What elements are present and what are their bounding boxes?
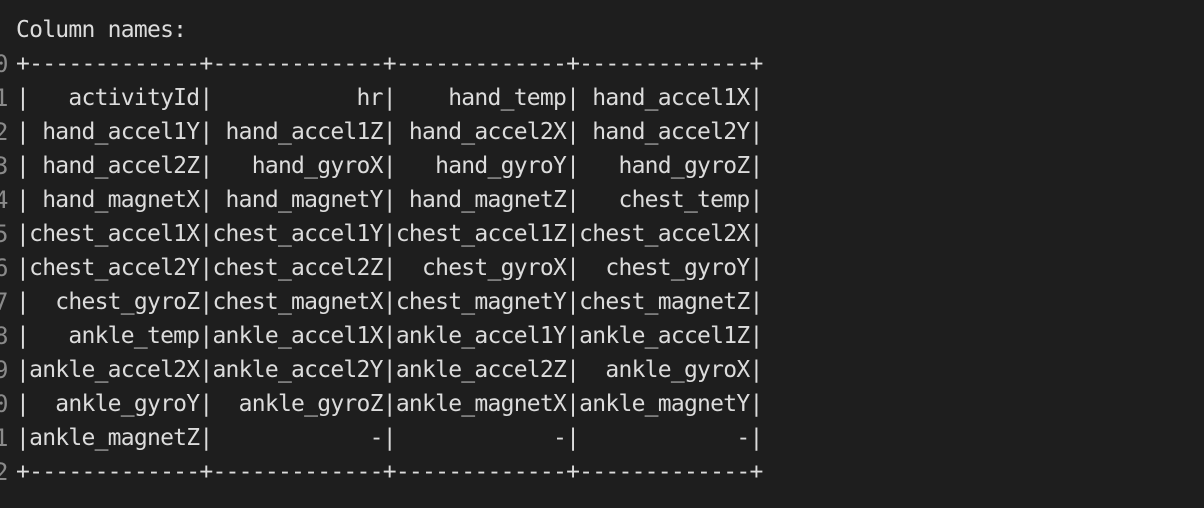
- table-row: | hand_accel1Y| hand_accel1Z| hand_accel…: [16, 119, 763, 145]
- table-row: | hand_accel2Z| hand_gyroX| hand_gyroY| …: [16, 153, 763, 179]
- line-number-gutter: 0 1 2 3 4 5 6 7 8 9 0 1 2: [0, 47, 9, 489]
- gutter-line-number: 4: [0, 186, 9, 214]
- table-row: | activityId| hr| hand_temp| hand_accel1…: [16, 85, 763, 111]
- table-row: |chest_accel1X|chest_accel1Y|chest_accel…: [16, 221, 763, 247]
- gutter-line-number: 3: [0, 152, 9, 180]
- table-row: | ankle_gyroY| ankle_gyroZ|ankle_magnetX…: [16, 391, 763, 417]
- gutter-line-number: 6: [0, 254, 9, 282]
- gutter-line-number: 1: [0, 424, 9, 452]
- gutter-line-number: 0: [0, 50, 9, 78]
- output-header: Column names:: [16, 17, 187, 43]
- table-row: | chest_gyroZ|chest_magnetX|chest_magnet…: [16, 289, 763, 315]
- gutter-line-number: 7: [0, 288, 9, 316]
- table-row: |chest_accel2Y|chest_accel2Z| chest_gyro…: [16, 255, 763, 281]
- table-row: |ankle_accel2X|ankle_accel2Y|ankle_accel…: [16, 357, 763, 383]
- gutter-line-number: 2: [0, 118, 9, 146]
- gutter-line-number: 1: [0, 84, 9, 112]
- table-row: | ankle_temp|ankle_accel1X|ankle_accel1Y…: [16, 323, 763, 349]
- gutter-line-number: 0: [0, 390, 9, 418]
- table-row: |ankle_magnetZ| -| -| -|: [16, 425, 763, 451]
- table-border-top: +-------------+-------------+-----------…: [16, 51, 763, 77]
- table-row: | hand_magnetX| hand_magnetY| hand_magne…: [16, 187, 763, 213]
- table-border-bottom: +-------------+-------------+-----------…: [16, 459, 763, 485]
- gutter-line-number: 8: [0, 322, 9, 350]
- column-names-output: Column names: +-------------+-----------…: [16, 13, 763, 489]
- gutter-line-number: 2: [0, 458, 9, 486]
- gutter-line-number: 5: [0, 220, 9, 248]
- gutter-line-number: 9: [0, 356, 9, 384]
